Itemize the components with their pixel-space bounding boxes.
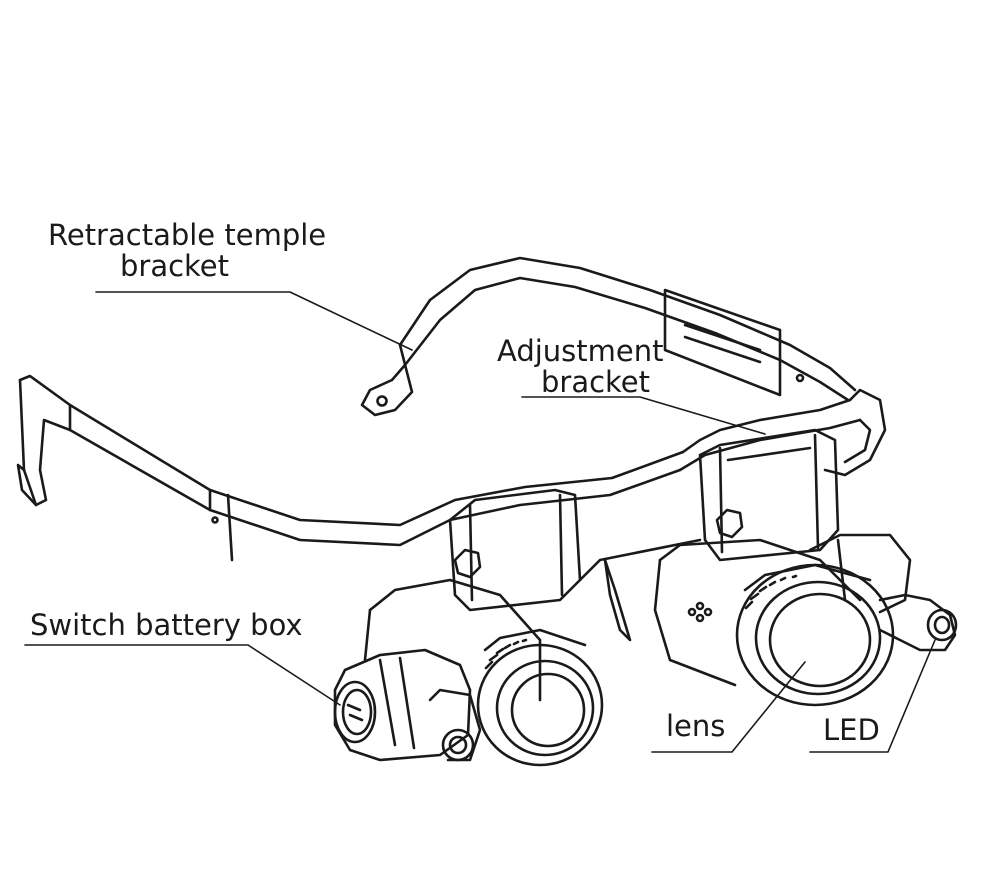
label-switch-battery-box: Switch battery box	[30, 608, 303, 642]
label-retractable-temple-bracket: Retractable temple bracket	[48, 220, 326, 282]
callout-switch	[24, 644, 341, 706]
callout-led	[809, 639, 936, 753]
label-adjust-line2: bracket	[541, 365, 651, 399]
callout-lines	[24, 291, 936, 753]
label-temple-line2: bracket	[120, 249, 230, 283]
headband-frame	[16, 256, 887, 562]
label-lens: lens	[666, 709, 726, 743]
label-adjustment-bracket: Adjustment bracket	[497, 336, 664, 398]
label-temple-line1: Retractable temple	[48, 218, 327, 252]
label-led: LED	[823, 713, 880, 747]
left-lens-module	[333, 578, 604, 767]
right-lens-module	[653, 533, 958, 707]
callout-adjust	[521, 396, 766, 435]
label-adjust-line1: Adjustment	[497, 334, 664, 368]
adjustment-bracket	[448, 428, 840, 642]
callout-lens	[651, 661, 806, 753]
callout-temple	[95, 291, 413, 351]
